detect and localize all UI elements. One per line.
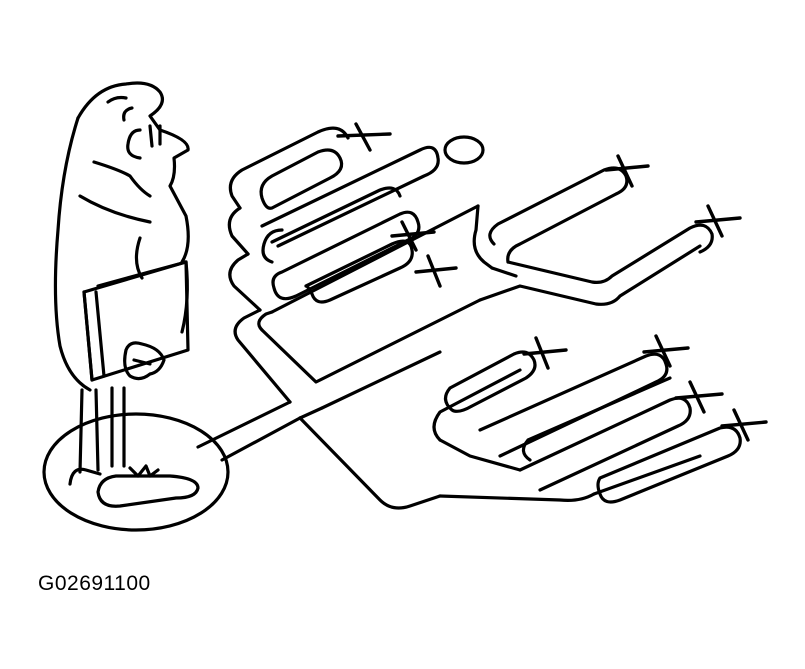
x-mark-icon: [720, 408, 768, 442]
x-mark-icon: [336, 122, 392, 152]
standing-circle: [42, 412, 230, 532]
x-mark-icon: [694, 204, 742, 238]
x-mark-icon: [522, 336, 568, 370]
branching-path-tree: [196, 126, 742, 510]
x-mark-icon: [674, 380, 724, 414]
x-mark-icon: [642, 334, 690, 368]
x-mark-icon: [604, 154, 650, 188]
person-with-book-icon: [53, 81, 200, 508]
x-marks: [336, 122, 768, 442]
circle-icon: [443, 135, 485, 165]
x-mark-icon: [390, 220, 436, 252]
figure-code: G02691100: [38, 572, 151, 595]
x-mark-icon: [414, 254, 458, 288]
